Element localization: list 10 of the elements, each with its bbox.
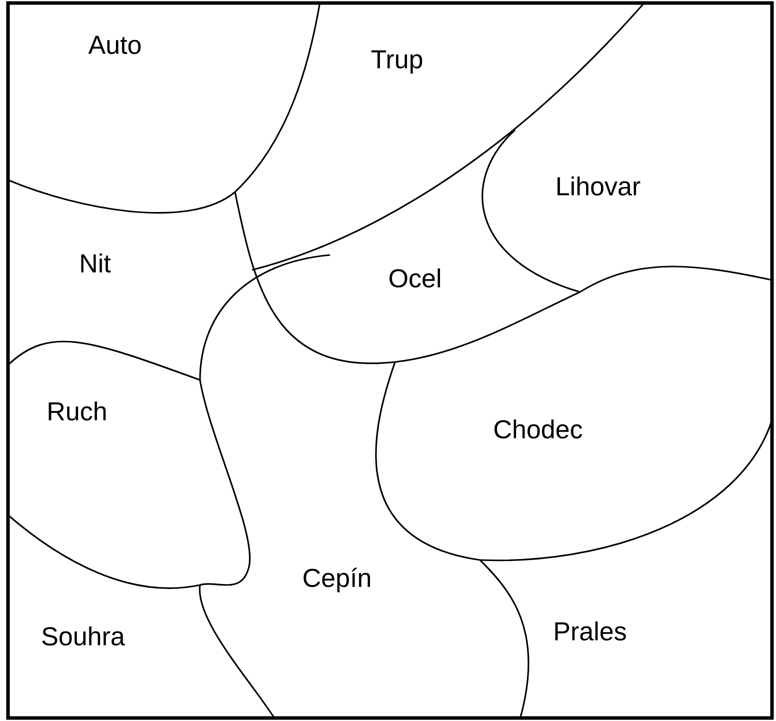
region-label: Prales [555,621,626,641]
region-label: Auto [88,36,141,54]
region-label: Ruch [48,401,106,421]
region-label: Nit [81,253,111,273]
region-label: Souhra [42,626,125,646]
region-label: Ocel [390,268,440,288]
region-label: Chodec [494,419,582,439]
region-label: Trup [371,50,422,74]
region-label: Lihovar [558,176,640,196]
region-label: Cepín [304,568,370,592]
